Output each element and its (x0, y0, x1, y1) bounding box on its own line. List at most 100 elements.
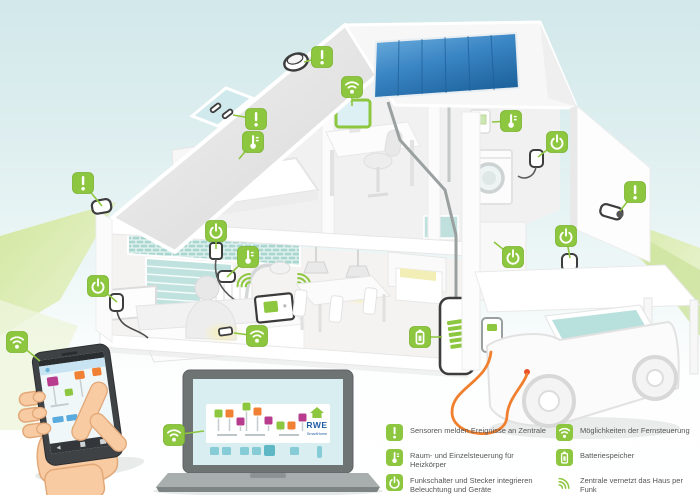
laptop-base-edge (156, 487, 380, 492)
legend-item: Funkschalter und Stecker integrieren Bel… (386, 473, 554, 495)
app-tile-orange (74, 370, 85, 380)
house (90, 20, 700, 439)
rwe-brand-text: RWE (306, 420, 327, 430)
rwe-product-text: SmartHome (307, 432, 327, 436)
app-button (66, 413, 78, 422)
charging-cable (450, 350, 529, 436)
wall-thermostat-badge (491, 110, 522, 132)
alert-icon (81, 176, 85, 191)
app-tile-green (64, 388, 74, 397)
wifi-icon (6, 331, 28, 353)
legend-item: Möglichkeiten der Fernsteuerung (556, 424, 700, 445)
carport-post (689, 299, 699, 375)
slider-knob (275, 420, 286, 431)
dining-area (292, 240, 392, 332)
app-sliders (213, 401, 308, 436)
slider-label (245, 434, 265, 436)
slider-label (279, 434, 299, 436)
phone-speaker (61, 351, 78, 356)
central-unit (253, 292, 296, 324)
legend-label: Funkschalter und Stecker integrieren Bel… (410, 475, 533, 494)
smoke-detector-device (283, 52, 309, 72)
garage (450, 111, 700, 439)
thermo-icon (386, 448, 403, 466)
outdoor-socket-badge (87, 275, 118, 303)
slider-knob (224, 408, 235, 419)
outdoor-motion-badge (72, 172, 103, 207)
slider-knob (252, 406, 263, 417)
smoke-detector-badge (303, 46, 333, 68)
living-plug-badge (205, 220, 227, 249)
waves-icon (556, 474, 573, 491)
wifi-icon (163, 424, 185, 446)
charge-port (524, 369, 530, 375)
status-bar (38, 351, 105, 367)
app-tile-magenta (46, 376, 59, 387)
motion-sensor-device (90, 198, 113, 215)
slider-knob (286, 420, 297, 431)
laptop-badge (163, 424, 205, 446)
window-handle-sensor (209, 102, 222, 114)
living-valve-badge (226, 246, 259, 278)
remote-control-badge (233, 325, 268, 347)
legend-item: Batteriespeicher (556, 448, 700, 470)
washer-plug-device (529, 149, 544, 168)
battery-icon (556, 448, 573, 466)
cooktop-glow (400, 268, 436, 281)
alert-icon (386, 424, 403, 441)
solar-panel (372, 31, 521, 100)
wall-divider (427, 91, 441, 247)
wall-edge (570, 106, 577, 230)
app-header (39, 357, 106, 376)
legend-item: Raum- und Einzelsteuerung für Heizkörper (386, 448, 554, 470)
rwe-house-icon (310, 407, 324, 418)
legend-item: Sensoren melden Ereignisse an Zentrale (386, 424, 554, 445)
legend-label: Möglichkeiten der Fernsteuerung (580, 426, 690, 435)
skylight-sensor-badge (232, 108, 267, 130)
badge-layer (6, 46, 646, 446)
window-handle-sensor (221, 108, 234, 120)
smartphone-hand (17, 343, 145, 495)
legend-label: Sensoren melden Ereignisse an Zentrale (410, 426, 546, 435)
pendant-lamp (345, 265, 371, 278)
slider-label (217, 434, 237, 436)
smartphone-badge (6, 331, 41, 362)
pendant-lamp (303, 261, 329, 274)
washer-plug-badge (537, 131, 568, 158)
bedroom-valve-badge (238, 131, 264, 160)
person-head (194, 275, 220, 301)
kitchen-plug-badge (493, 241, 524, 268)
hand-front (31, 381, 127, 452)
central-unit-group (236, 272, 312, 359)
wifi-icon (556, 424, 573, 441)
gable-shade (540, 23, 577, 107)
slider-knob (263, 415, 274, 426)
solar-cable (386, 101, 458, 300)
bed-frame (198, 190, 318, 218)
office-monitor-badge (341, 76, 363, 106)
chairs (292, 287, 378, 323)
legend-item: Zentrale vernetzt das Haus per Funk (556, 474, 700, 495)
laptop-base (156, 473, 380, 487)
app-tile-orange (91, 367, 102, 377)
slider-knob (213, 408, 224, 419)
remote-device (217, 326, 234, 337)
right-wall (540, 23, 651, 272)
app-button (52, 415, 64, 424)
slider-knob (235, 416, 246, 427)
camera-badge (619, 181, 646, 212)
slider-knob (297, 412, 308, 423)
house-right-divider (461, 111, 481, 371)
wifi-icon (246, 325, 268, 347)
slab-shadow (100, 347, 468, 378)
power-icon (386, 473, 403, 491)
laptop: RWE SmartHome (153, 369, 383, 495)
alert-icon (633, 185, 637, 200)
security-camera (599, 203, 624, 221)
legend-label: Zentrale vernetzt das Haus per Funk (580, 475, 683, 494)
outdoor-light-badge (555, 225, 577, 259)
kitchen (387, 215, 497, 305)
wifi-icon (341, 76, 363, 98)
